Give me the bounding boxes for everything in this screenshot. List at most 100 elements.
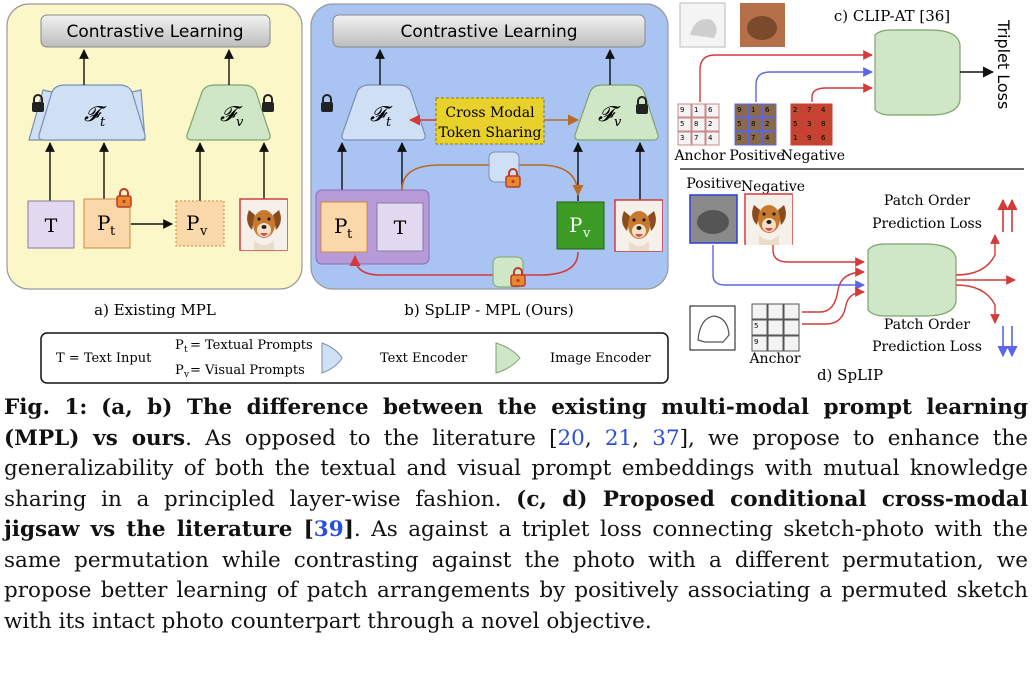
grid-cell-number: 4 — [765, 134, 770, 142]
dog-image — [746, 195, 792, 245]
citation-link[interactable]: 20 — [557, 425, 585, 451]
citation-link[interactable]: 39 — [313, 517, 344, 542]
grid-cell-number: 6 — [821, 134, 826, 142]
grid-cell-number: 1 — [793, 134, 797, 142]
grid-cell-number: 3 — [680, 134, 684, 142]
grid-cell — [804, 117, 819, 132]
image-encoder-c — [874, 29, 961, 116]
svg-text:P: P — [569, 213, 582, 237]
grid-cell-number: 7 — [751, 134, 755, 142]
grid-cell-number: 1 — [694, 106, 698, 114]
svg-text:Contrastive Learning: Contrastive Learning — [400, 22, 577, 42]
dog-image — [616, 201, 662, 251]
grid-cell-number: 6 — [765, 106, 770, 114]
panel-b-caption: b) SpLIP - MPL (Ours) — [404, 301, 573, 319]
svg-text:P: P — [186, 211, 199, 235]
grid-cell — [677, 103, 692, 118]
elephant-sketch-image — [690, 19, 717, 38]
svg-text:v: v — [236, 115, 244, 130]
grid-cell — [734, 117, 749, 132]
grid-cell — [762, 117, 777, 132]
svg-text:v: v — [582, 226, 591, 241]
grid-cell — [790, 131, 805, 146]
grid-cell-number: 5 — [680, 120, 684, 128]
grid-cell-number: 9 — [807, 134, 811, 142]
contrastive-label-a: Contrastive Learning — [66, 22, 243, 42]
grid-cell-number: 9 — [754, 338, 758, 346]
grid-cell-number: 9 — [737, 106, 741, 114]
svg-text:t: t — [184, 345, 188, 355]
grid-cell — [751, 319, 768, 336]
grid-cell-number: 2 — [793, 106, 797, 114]
text-encoder-b — [341, 84, 426, 141]
grid-cell — [677, 131, 692, 146]
grid-cell — [818, 117, 833, 132]
grid-cell-number: 6 — [708, 106, 713, 114]
fig-label: Fig. 1: — [4, 395, 88, 420]
grid-cell-number: 4 — [821, 106, 826, 114]
svg-text:P: P — [175, 338, 184, 353]
svg-text:Token Sharing: Token Sharing — [438, 125, 541, 141]
grid-cell-number: 3 — [807, 120, 811, 128]
grid-cell-number: 7 — [807, 106, 811, 114]
svg-text:Prediction Loss: Prediction Loss — [872, 339, 982, 355]
grid-cell-number: 5 — [737, 120, 741, 128]
grid-cell — [762, 103, 777, 118]
visual-prompt-box-a — [175, 200, 225, 247]
svg-text:Image Encoder: Image Encoder — [550, 351, 651, 366]
grid-cell-number: 4 — [708, 134, 713, 142]
svg-text:Patch Order: Patch Order — [884, 193, 970, 209]
anchor-grid-d: 59 — [751, 303, 800, 352]
panel-d: Positive Negative Patch Order Prediction… — [686, 176, 1018, 384]
grid-cell — [790, 103, 805, 118]
svg-text:= Textual Prompts: = Textual Prompts — [190, 338, 313, 353]
svg-text:Negative: Negative — [781, 148, 845, 164]
grid-cell-number: 7 — [694, 134, 698, 142]
grid-cell — [751, 335, 768, 352]
grid-cell — [762, 131, 777, 146]
grid-cell — [748, 117, 763, 132]
grid-cell — [751, 303, 768, 320]
image-encoder-legend-icon — [495, 342, 521, 374]
text-input-box-a — [27, 200, 75, 249]
svg-text:T = Text Input: T = Text Input — [56, 351, 152, 366]
svg-text:T: T — [394, 217, 407, 239]
grid-cell — [734, 103, 749, 118]
text-encoder-legend-icon — [321, 342, 343, 374]
svg-text:P: P — [97, 211, 110, 235]
grid-cell-number: 5 — [754, 322, 758, 330]
svg-text:Anchor: Anchor — [748, 351, 800, 367]
svg-text:t: t — [110, 224, 116, 239]
figure-caption: Fig. 1: (a, b) The difference between th… — [4, 395, 1029, 634]
grid-cell — [783, 335, 800, 352]
panel-a-caption: a) Existing MPL — [94, 301, 216, 319]
panel-b: Contrastive Learning 𝓕 t 𝓕 v Cross Modal… — [310, 3, 669, 290]
svg-text:v: v — [199, 224, 208, 239]
svg-text:Cross Modal: Cross Modal — [445, 105, 535, 121]
grid-cell — [818, 131, 833, 146]
cross-modal-token-sharing — [435, 97, 545, 145]
grid-cell — [748, 103, 763, 118]
grid-cell — [767, 335, 784, 352]
svg-text:t: t — [386, 115, 392, 130]
svg-text:v: v — [614, 115, 622, 130]
grid-cell — [804, 103, 819, 118]
svg-text:Text Encoder: Text Encoder — [380, 351, 468, 366]
grid-cell — [804, 131, 819, 146]
panel-d-title: d) SpLIP — [817, 366, 883, 384]
svg-text:Positive: Positive — [686, 176, 741, 192]
citation-link[interactable]: 21 — [604, 425, 633, 451]
image-encoder-d — [867, 243, 957, 317]
grid-cell-number: 5 — [793, 120, 797, 128]
grid-cell-number: 2 — [708, 120, 712, 128]
grid-cell — [734, 131, 749, 146]
grid-cell — [705, 131, 720, 146]
grid-cell — [818, 103, 833, 118]
grid-cell — [705, 103, 720, 118]
panel-c-title: c) CLIP-AT [36] — [834, 7, 950, 25]
dog-image — [241, 200, 287, 250]
citation-link[interactable]: 37 — [652, 425, 680, 451]
grid-cell-number: 1 — [751, 106, 755, 114]
